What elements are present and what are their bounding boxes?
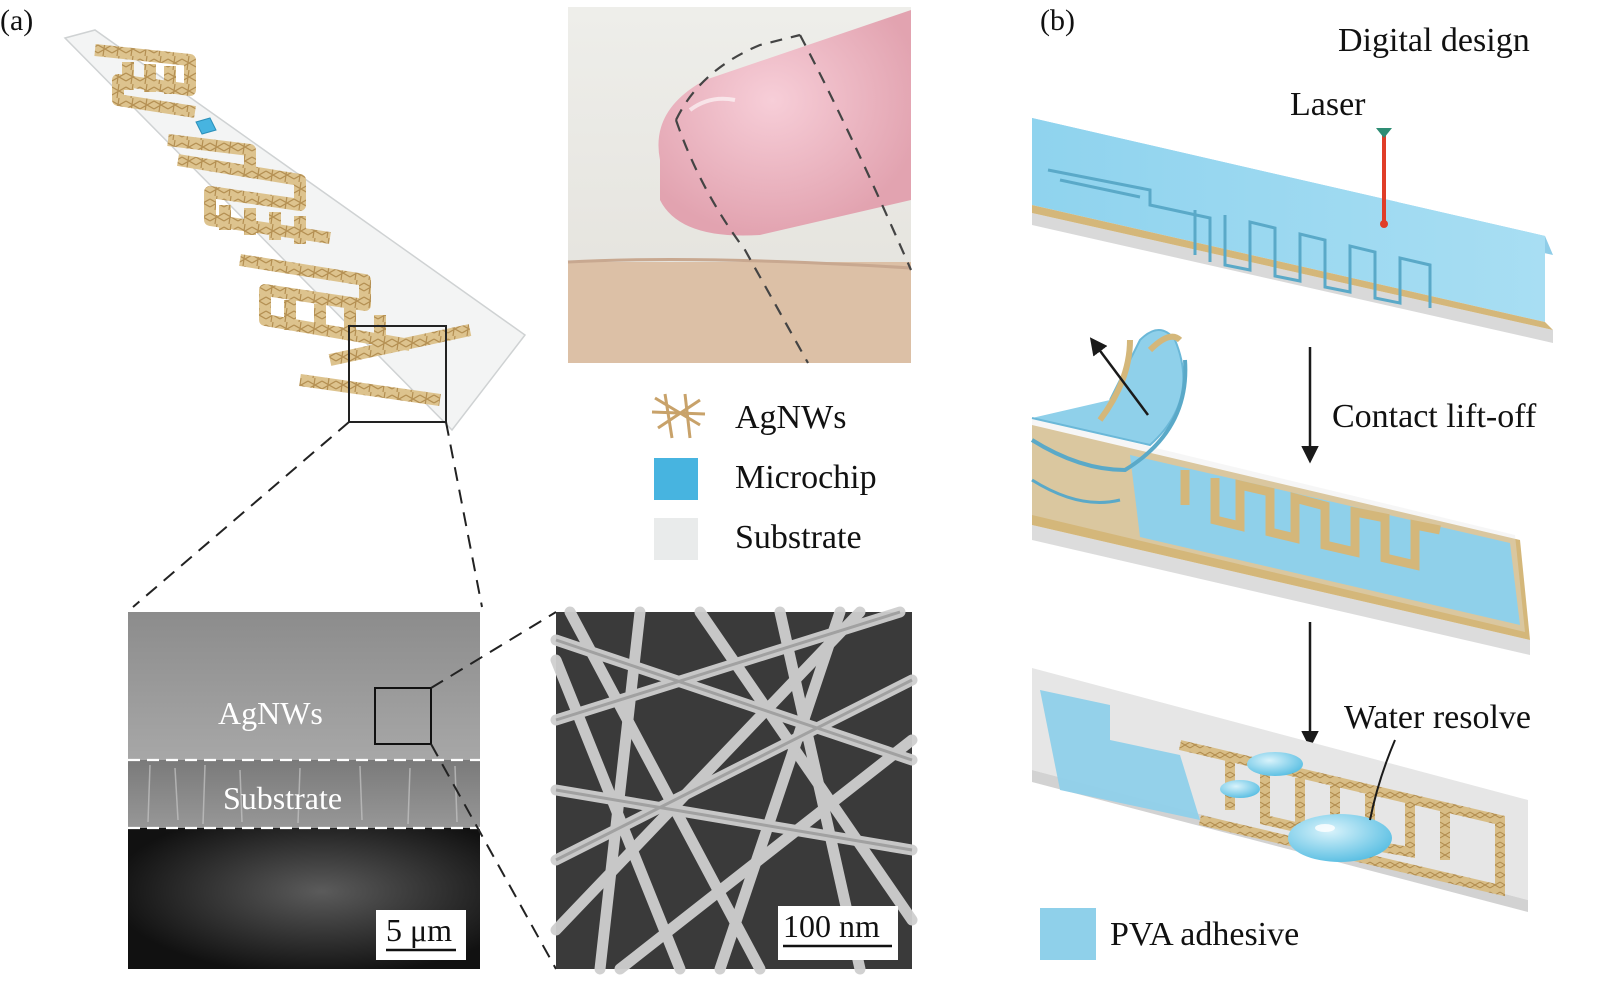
scale-bar-100nm: 100 nm <box>783 908 880 944</box>
panel-a-label: (a) <box>0 4 34 37</box>
laser-head-icon <box>1376 128 1392 138</box>
panel-b-label: (b) <box>1040 4 1075 37</box>
water-droplet-large <box>1288 814 1392 862</box>
microchip-block <box>195 117 217 135</box>
water-resolve-label: Water resolve <box>1344 699 1531 736</box>
sem-layer-agnws-label: AgNWs <box>218 695 323 731</box>
legend-label-microchip: Microchip <box>735 459 877 496</box>
sem-layer-substrate-label: Substrate <box>223 780 343 816</box>
nanowire-mesh-icon <box>651 393 706 439</box>
step-water-resolve-strip <box>1032 668 1528 912</box>
water-droplet <box>1247 752 1303 776</box>
laser-label: Laser <box>1290 86 1366 123</box>
contact-lift-off-label: Contact lift-off <box>1332 398 1537 435</box>
sem-top-view <box>550 606 918 975</box>
water-resolve-leader-line <box>1369 739 1396 821</box>
gray-square-icon <box>654 518 698 560</box>
scale-bar-5um: 5 μm <box>386 912 453 948</box>
sem-cross-section <box>128 611 557 970</box>
blue-square-icon-b <box>1040 908 1096 960</box>
water-droplet-small <box>1220 780 1260 798</box>
peel-arrow-icon <box>1089 337 1150 416</box>
legend-a-icons <box>651 393 706 560</box>
zoom-box <box>348 325 447 423</box>
digital-design-heading: Digital design <box>1338 22 1530 59</box>
antenna-strip-illustration <box>63 29 527 608</box>
legend-label-substrate: Substrate <box>735 519 862 556</box>
step-lift-off-strip <box>1030 329 1530 655</box>
pva-adhesive-label: PVA adhesive <box>1110 916 1300 953</box>
blue-square-icon <box>654 458 698 500</box>
finger-photo <box>567 7 913 364</box>
step-digital-design-strip <box>1032 118 1553 343</box>
legend-label-agnws: AgNWs <box>735 399 847 436</box>
